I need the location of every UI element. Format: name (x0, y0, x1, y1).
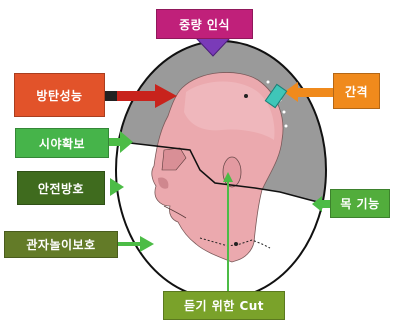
gap-label: 간격 (333, 73, 380, 109)
temple-protection-label: 관자놀이보호 (4, 231, 118, 258)
neck-function-label: 목 기능 (330, 189, 390, 218)
ear (223, 157, 241, 187)
safety-protection-label: 안전방호 (17, 171, 105, 205)
hearing-cut-label: 듣기 위한 Cut (163, 291, 285, 320)
arrow-right-icon (118, 236, 154, 252)
ballistic-performance-label: 방탄성능 (14, 73, 105, 117)
weight-perception-label: 중량 인식 (156, 9, 253, 39)
field-of-view-label: 시야확보 (15, 128, 109, 158)
